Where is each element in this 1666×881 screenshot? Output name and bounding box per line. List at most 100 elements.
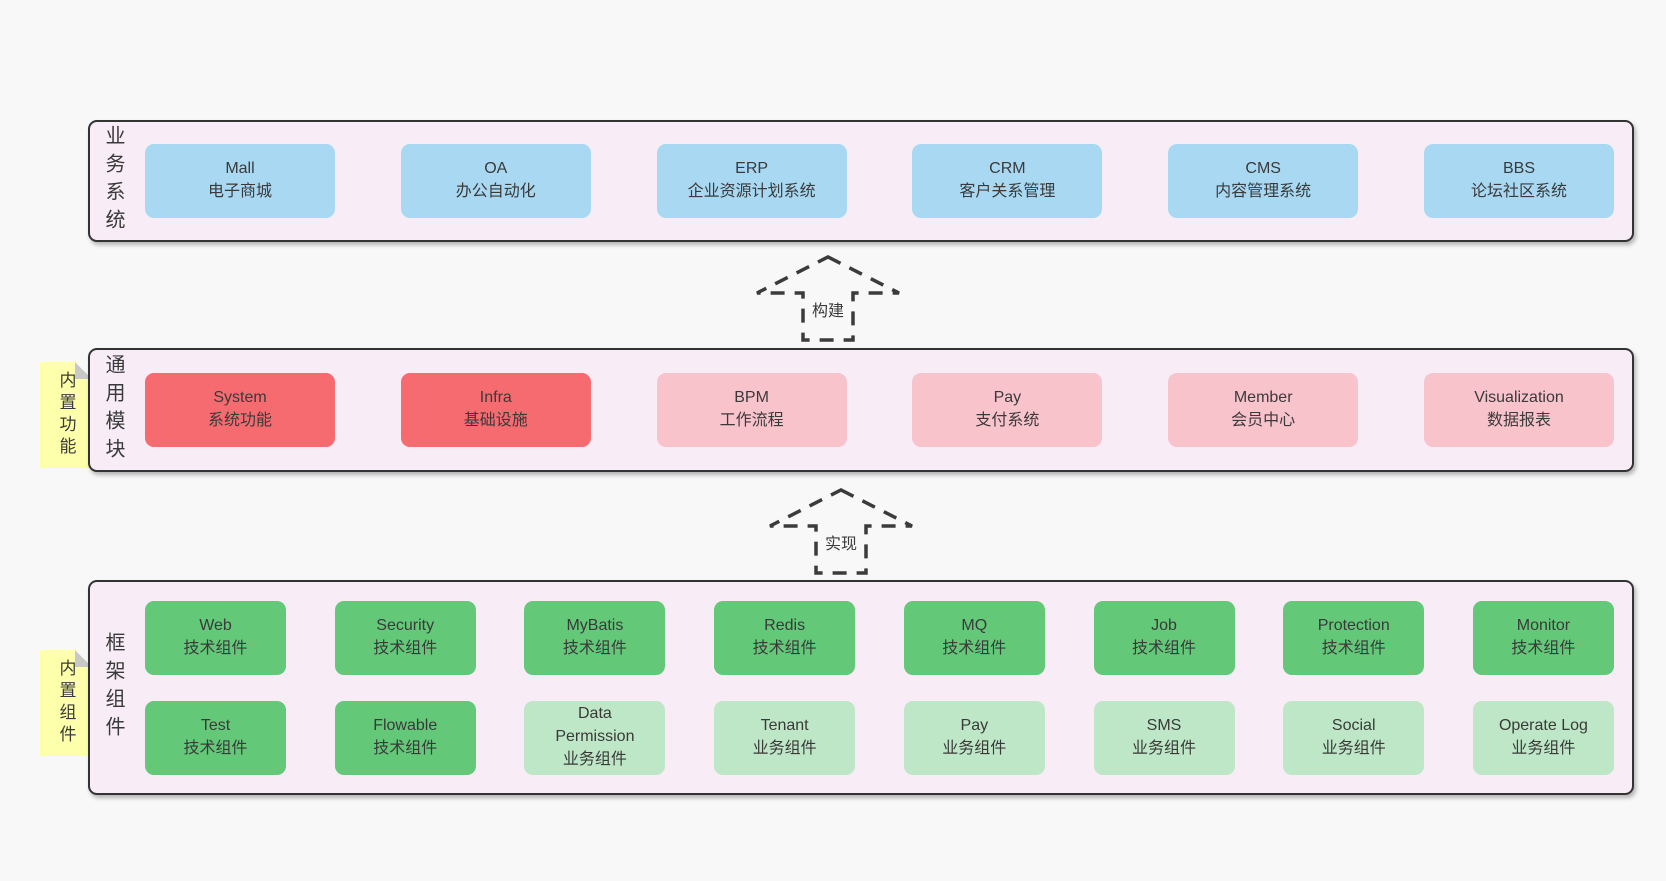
module-box-mq: MQ 技术组件 bbox=[903, 600, 1045, 675]
module-desc: 数据报表 bbox=[1486, 412, 1551, 429]
module-name: Monitor bbox=[1516, 616, 1571, 634]
module-desc: 基础设施 bbox=[463, 412, 528, 429]
module-box-row: System 系统功能 Infra 基础设施 BPM 工作流程 Pay 支付系统 Member 会… bbox=[145, 373, 1614, 447]
module-name: Member bbox=[1233, 389, 1293, 407]
module-box-member: Member 会员中心 bbox=[1168, 373, 1359, 447]
module-desc: 技术组件 bbox=[183, 639, 248, 657]
module-box-visualization: Visualization 数据报表 bbox=[1423, 373, 1614, 447]
implement-arrow-up: 实现 bbox=[766, 486, 916, 576]
common-modules-boxes: System 系统功能 Infra 基础设施 BPM 工作流程 Pay 支付系统 Member 会… bbox=[123, 373, 1632, 447]
module-box-data-permission: Data Permission 业务组件 bbox=[524, 700, 666, 775]
module-desc: 电子商城 bbox=[207, 183, 272, 200]
module-desc: 内容管理系统 bbox=[1215, 183, 1312, 200]
module-box-oa: OA 办公自动化 bbox=[400, 144, 591, 218]
module-desc: 业务组件 bbox=[1511, 739, 1576, 757]
module-name: Test bbox=[200, 716, 231, 734]
module-box-job: Job 技术组件 bbox=[1093, 600, 1235, 675]
module-name: Pay bbox=[993, 389, 1022, 407]
module-name: MyBatis bbox=[566, 616, 624, 634]
module-name: Pay bbox=[960, 716, 989, 734]
module-desc: 技术组件 bbox=[942, 639, 1007, 657]
module-name: Visualization bbox=[1474, 389, 1564, 407]
module-box-operate-log: Operate Log 业务组件 bbox=[1472, 700, 1614, 775]
dashed-up-arrow-icon bbox=[769, 488, 913, 575]
module-name: BPM bbox=[734, 389, 769, 407]
module-desc: 技术组件 bbox=[373, 639, 438, 657]
module-name: Infra bbox=[479, 389, 512, 407]
module-name: OA bbox=[484, 160, 508, 178]
module-name: Flowable bbox=[373, 716, 438, 734]
module-desc: 系统功能 bbox=[207, 412, 272, 429]
module-desc: 业务组件 bbox=[942, 739, 1007, 757]
build-arrow-label: 构建 bbox=[808, 297, 848, 321]
module-desc: 支付系统 bbox=[975, 412, 1040, 429]
module-box-flowable: Flowable 技术组件 bbox=[334, 700, 476, 775]
module-box-row: Test 技术组件 Flowable 技术组件 Data Permission 业务组件 T… bbox=[145, 700, 1614, 775]
module-box-system: System 系统功能 bbox=[145, 373, 335, 447]
module-desc: 工作流程 bbox=[719, 412, 784, 429]
build-arrow-up: 构建 bbox=[753, 253, 903, 343]
module-name: Data Permission bbox=[555, 705, 635, 746]
module-desc: 办公自动化 bbox=[455, 183, 536, 200]
implement-arrow-label: 实现 bbox=[821, 530, 861, 554]
module-desc: 业务组件 bbox=[1132, 739, 1197, 757]
module-name: Protection bbox=[1317, 616, 1390, 634]
module-box-crm: CRM 客户关系管理 bbox=[912, 144, 1103, 218]
module-box-mybatis: MyBatis 技术组件 bbox=[524, 600, 666, 675]
module-box-social: Social 业务组件 bbox=[1283, 700, 1425, 775]
layer-label-common-modules: 通用模块 bbox=[102, 354, 124, 466]
module-box-security: Security 技术组件 bbox=[334, 600, 476, 675]
module-box-web: Web 技术组件 bbox=[145, 600, 286, 675]
module-box-pay: Pay 支付系统 bbox=[912, 373, 1103, 447]
module-box-test: Test 技术组件 bbox=[145, 700, 286, 775]
built-in-function-tag: 内置功能 bbox=[40, 362, 92, 468]
module-name: MQ bbox=[961, 616, 988, 634]
module-name: Tenant bbox=[760, 716, 809, 734]
module-desc: 业务组件 bbox=[562, 750, 627, 768]
module-desc: 企业资源计划系统 bbox=[687, 183, 816, 200]
module-name: Redis bbox=[764, 616, 806, 634]
module-box-pay: Pay 业务组件 bbox=[903, 700, 1045, 775]
module-desc: 技术组件 bbox=[183, 739, 248, 757]
module-desc: 论坛社区系统 bbox=[1470, 183, 1567, 200]
module-desc: 客户关系管理 bbox=[959, 183, 1056, 200]
module-name: Operate Log bbox=[1498, 716, 1588, 734]
module-name: Social bbox=[1331, 716, 1376, 734]
module-name: Web bbox=[199, 616, 232, 634]
dashed-up-arrow-icon bbox=[756, 255, 900, 342]
module-name: CRM bbox=[989, 160, 1026, 178]
module-desc: 会员中心 bbox=[1231, 412, 1296, 429]
module-box-infra: Infra 基础设施 bbox=[400, 373, 591, 447]
module-desc: 技术组件 bbox=[1132, 639, 1197, 657]
module-name: BBS bbox=[1502, 160, 1535, 178]
module-box-sms: SMS 业务组件 bbox=[1093, 700, 1235, 775]
built-in-component-tag: 内置组件 bbox=[40, 650, 92, 756]
layer-framework-components: 框架组件 Web 技术组件 Security 技术组件 MyBatis 技术组件 Redis… bbox=[88, 580, 1634, 795]
module-name: Mall bbox=[225, 160, 255, 178]
module-box-cms: CMS 内容管理系统 bbox=[1168, 144, 1359, 218]
module-desc: 业务组件 bbox=[1321, 739, 1386, 757]
layer-common-modules: 通用模块 System 系统功能 Infra 基础设施 BPM 工作流程 Pay 支付系统 Me… bbox=[88, 348, 1634, 472]
module-desc: 技术组件 bbox=[1511, 639, 1576, 657]
module-box-bpm: BPM 工作流程 bbox=[656, 373, 847, 447]
layer-label-framework-components: 框架组件 bbox=[102, 631, 124, 744]
module-name: CMS bbox=[1245, 160, 1281, 178]
module-desc: 技术组件 bbox=[562, 639, 627, 657]
module-name: SMS bbox=[1146, 716, 1182, 734]
module-name: System bbox=[213, 389, 267, 407]
module-box-bbs: BBS 论坛社区系统 bbox=[1423, 144, 1614, 218]
module-box-monitor: Monitor 技术组件 bbox=[1472, 600, 1614, 675]
module-name: Security bbox=[376, 616, 435, 634]
module-desc: 技术组件 bbox=[373, 739, 438, 757]
module-name: Job bbox=[1151, 616, 1177, 634]
